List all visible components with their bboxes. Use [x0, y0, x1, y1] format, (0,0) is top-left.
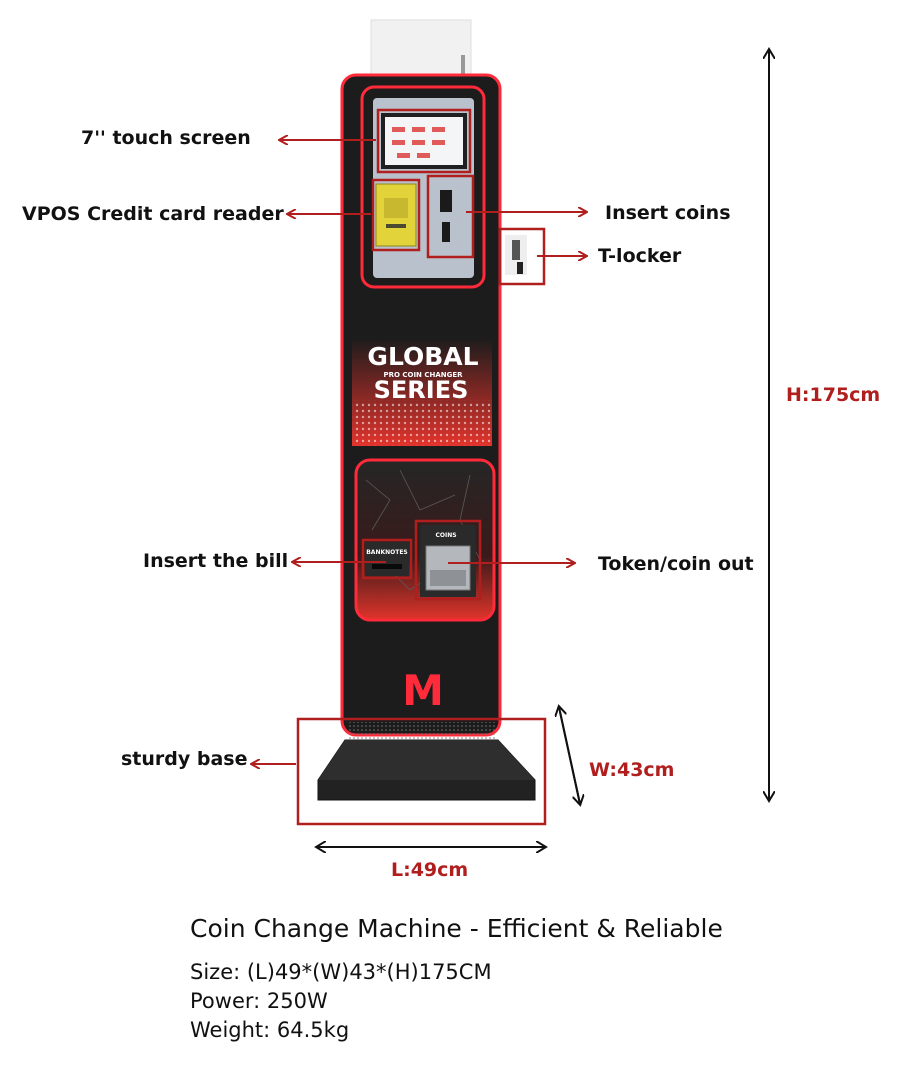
touch-screen-box	[376, 108, 472, 174]
insert-coins-box	[426, 174, 475, 259]
label-touch-screen: 7'' touch screen	[81, 127, 251, 149]
spec-power: Power: 250W	[190, 989, 328, 1013]
length-label: L:49cm	[391, 859, 469, 881]
label-insert-coins: Insert coins	[605, 202, 731, 224]
caption-title: Coin Change Machine - Efficient & Reliab…	[190, 914, 723, 943]
coin-slot	[440, 190, 452, 212]
brand-subline: PRO COIN CHANGER	[383, 371, 463, 379]
card-reader	[375, 183, 417, 247]
bill-box	[361, 538, 413, 580]
width-label: W:43cm	[589, 759, 675, 781]
label-insert-bill: Insert the bill	[143, 550, 289, 572]
brand-line1: GLOBAL	[367, 342, 478, 371]
svg-text:BANKNOTES: BANKNOTES	[366, 549, 408, 556]
label-t-locker: T-locker	[598, 245, 682, 267]
brand-line2: SERIES	[374, 376, 469, 404]
spec-size: Size: (L)49*(W)43*(H)175CM	[190, 960, 492, 984]
spec-weight: Weight: 64.5kg	[190, 1018, 350, 1042]
height-label: H:175cm	[786, 384, 881, 406]
svg-text:COINS: COINS	[435, 532, 456, 539]
label-token-out: Token/coin out	[598, 553, 754, 575]
label-sturdy-base: sturdy base	[121, 748, 248, 770]
base-box	[296, 717, 547, 826]
m-logo: M	[402, 666, 444, 715]
label-card-reader: VPOS Credit card reader	[22, 203, 284, 225]
coin-out-box	[414, 519, 482, 601]
bill-acceptor	[365, 542, 409, 576]
card-reader-box	[371, 178, 421, 252]
